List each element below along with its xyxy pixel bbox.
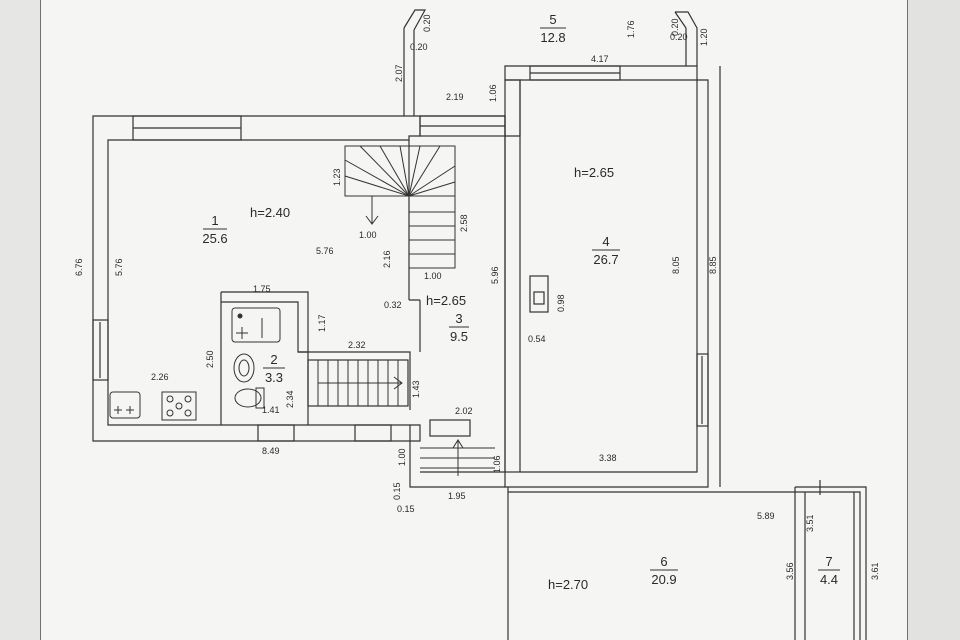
stairs-lower [317, 360, 403, 406]
room-3-area: 9.5 [450, 329, 468, 344]
dim-label: 2.34 [285, 390, 295, 408]
dim-label: 1.00 [359, 230, 377, 240]
dim-label: 0.54 [528, 334, 546, 344]
dim-label: 0.98 [556, 294, 566, 312]
dim-label: 0.20 [410, 42, 428, 52]
dim-label: 1.43 [411, 380, 421, 398]
room-6-height: h=2.70 [548, 577, 588, 592]
room-3-number: 3 [455, 311, 462, 326]
dim-label: 1.17 [317, 314, 327, 332]
dim-label: 2.02 [455, 406, 473, 416]
dim-label: 1.06 [492, 455, 502, 473]
dim-label: 2.58 [459, 214, 469, 232]
dim-label: 4.17 [591, 54, 609, 64]
kitchen-fixtures [109, 391, 197, 421]
room-2-number: 2 [270, 352, 277, 367]
dim-label: 8.49 [262, 446, 280, 456]
dim-label: 1.00 [397, 448, 407, 466]
room-5-area: 12.8 [540, 30, 565, 45]
dim-label: 1.95 [448, 491, 466, 501]
room-1-area: 25.6 [202, 231, 227, 246]
entry-steps [420, 439, 495, 476]
dim-label: 1.00 [424, 271, 442, 281]
dim-label: 8.05 [671, 256, 681, 274]
dim-label: 0.20 [670, 32, 688, 42]
room-2-area: 3.3 [265, 370, 283, 385]
dim-label: 3.51 [805, 514, 815, 532]
dim-label: 1.75 [253, 284, 271, 294]
bathroom-fixtures [231, 307, 281, 409]
dim-label: 1.06 [488, 84, 498, 102]
room-labels: 1 25.6 h=2.40 2 3.3 h=2.65 3 9.5 h=2.65 … [202, 12, 840, 592]
dim-label: 1.23 [332, 168, 342, 186]
dim-label: 2.16 [382, 250, 392, 268]
room-6-area: 20.9 [651, 572, 676, 587]
room-3-height: h=2.65 [426, 293, 466, 308]
dim-label: 5.96 [490, 266, 500, 284]
dim-label: 2.32 [348, 340, 366, 350]
dim-label: 1.41 [262, 405, 280, 415]
dim-label: 5.89 [757, 511, 775, 521]
dim-label: 2.50 [205, 350, 215, 368]
stairs-upper [344, 145, 456, 269]
room-5-number: 5 [549, 12, 556, 27]
room-6-number: 6 [660, 554, 667, 569]
dim-label: 5.76 [114, 258, 124, 276]
dim-label: 5.76 [316, 246, 334, 256]
dim-label: 3.56 [785, 562, 795, 580]
dimension-labels: 0.20 0.20 0.20 0.20 1.76 1.20 4.17 2.07 … [74, 14, 880, 580]
room-1-height: h=2.40 [250, 205, 290, 220]
room-4-height: h=2.65 [574, 165, 614, 180]
dim-label: 8.85 [708, 256, 718, 274]
dim-label: 2.19 [446, 92, 464, 102]
dim-label: 3.61 [870, 562, 880, 580]
dim-label: 0.15 [397, 504, 415, 514]
room-7-area: 4.4 [820, 572, 838, 587]
dim-label: 0.32 [384, 300, 402, 310]
dim-label: 6.76 [74, 258, 84, 276]
room-4-number: 4 [602, 234, 609, 249]
dim-label: 1.20 [699, 28, 709, 46]
dim-label: 1.76 [626, 20, 636, 38]
walls [92, 9, 867, 640]
room-1-number: 1 [211, 213, 218, 228]
room-4-area: 26.7 [593, 252, 618, 267]
dim-label: 0.15 [392, 482, 402, 500]
room-7-number: 7 [825, 554, 832, 569]
dim-label: 2.07 [394, 64, 404, 82]
dim-label: 2.26 [151, 372, 169, 382]
dim-label: 3.38 [599, 453, 617, 463]
dim-label: 0.20 [670, 18, 680, 36]
dim-label: 0.20 [422, 14, 432, 32]
